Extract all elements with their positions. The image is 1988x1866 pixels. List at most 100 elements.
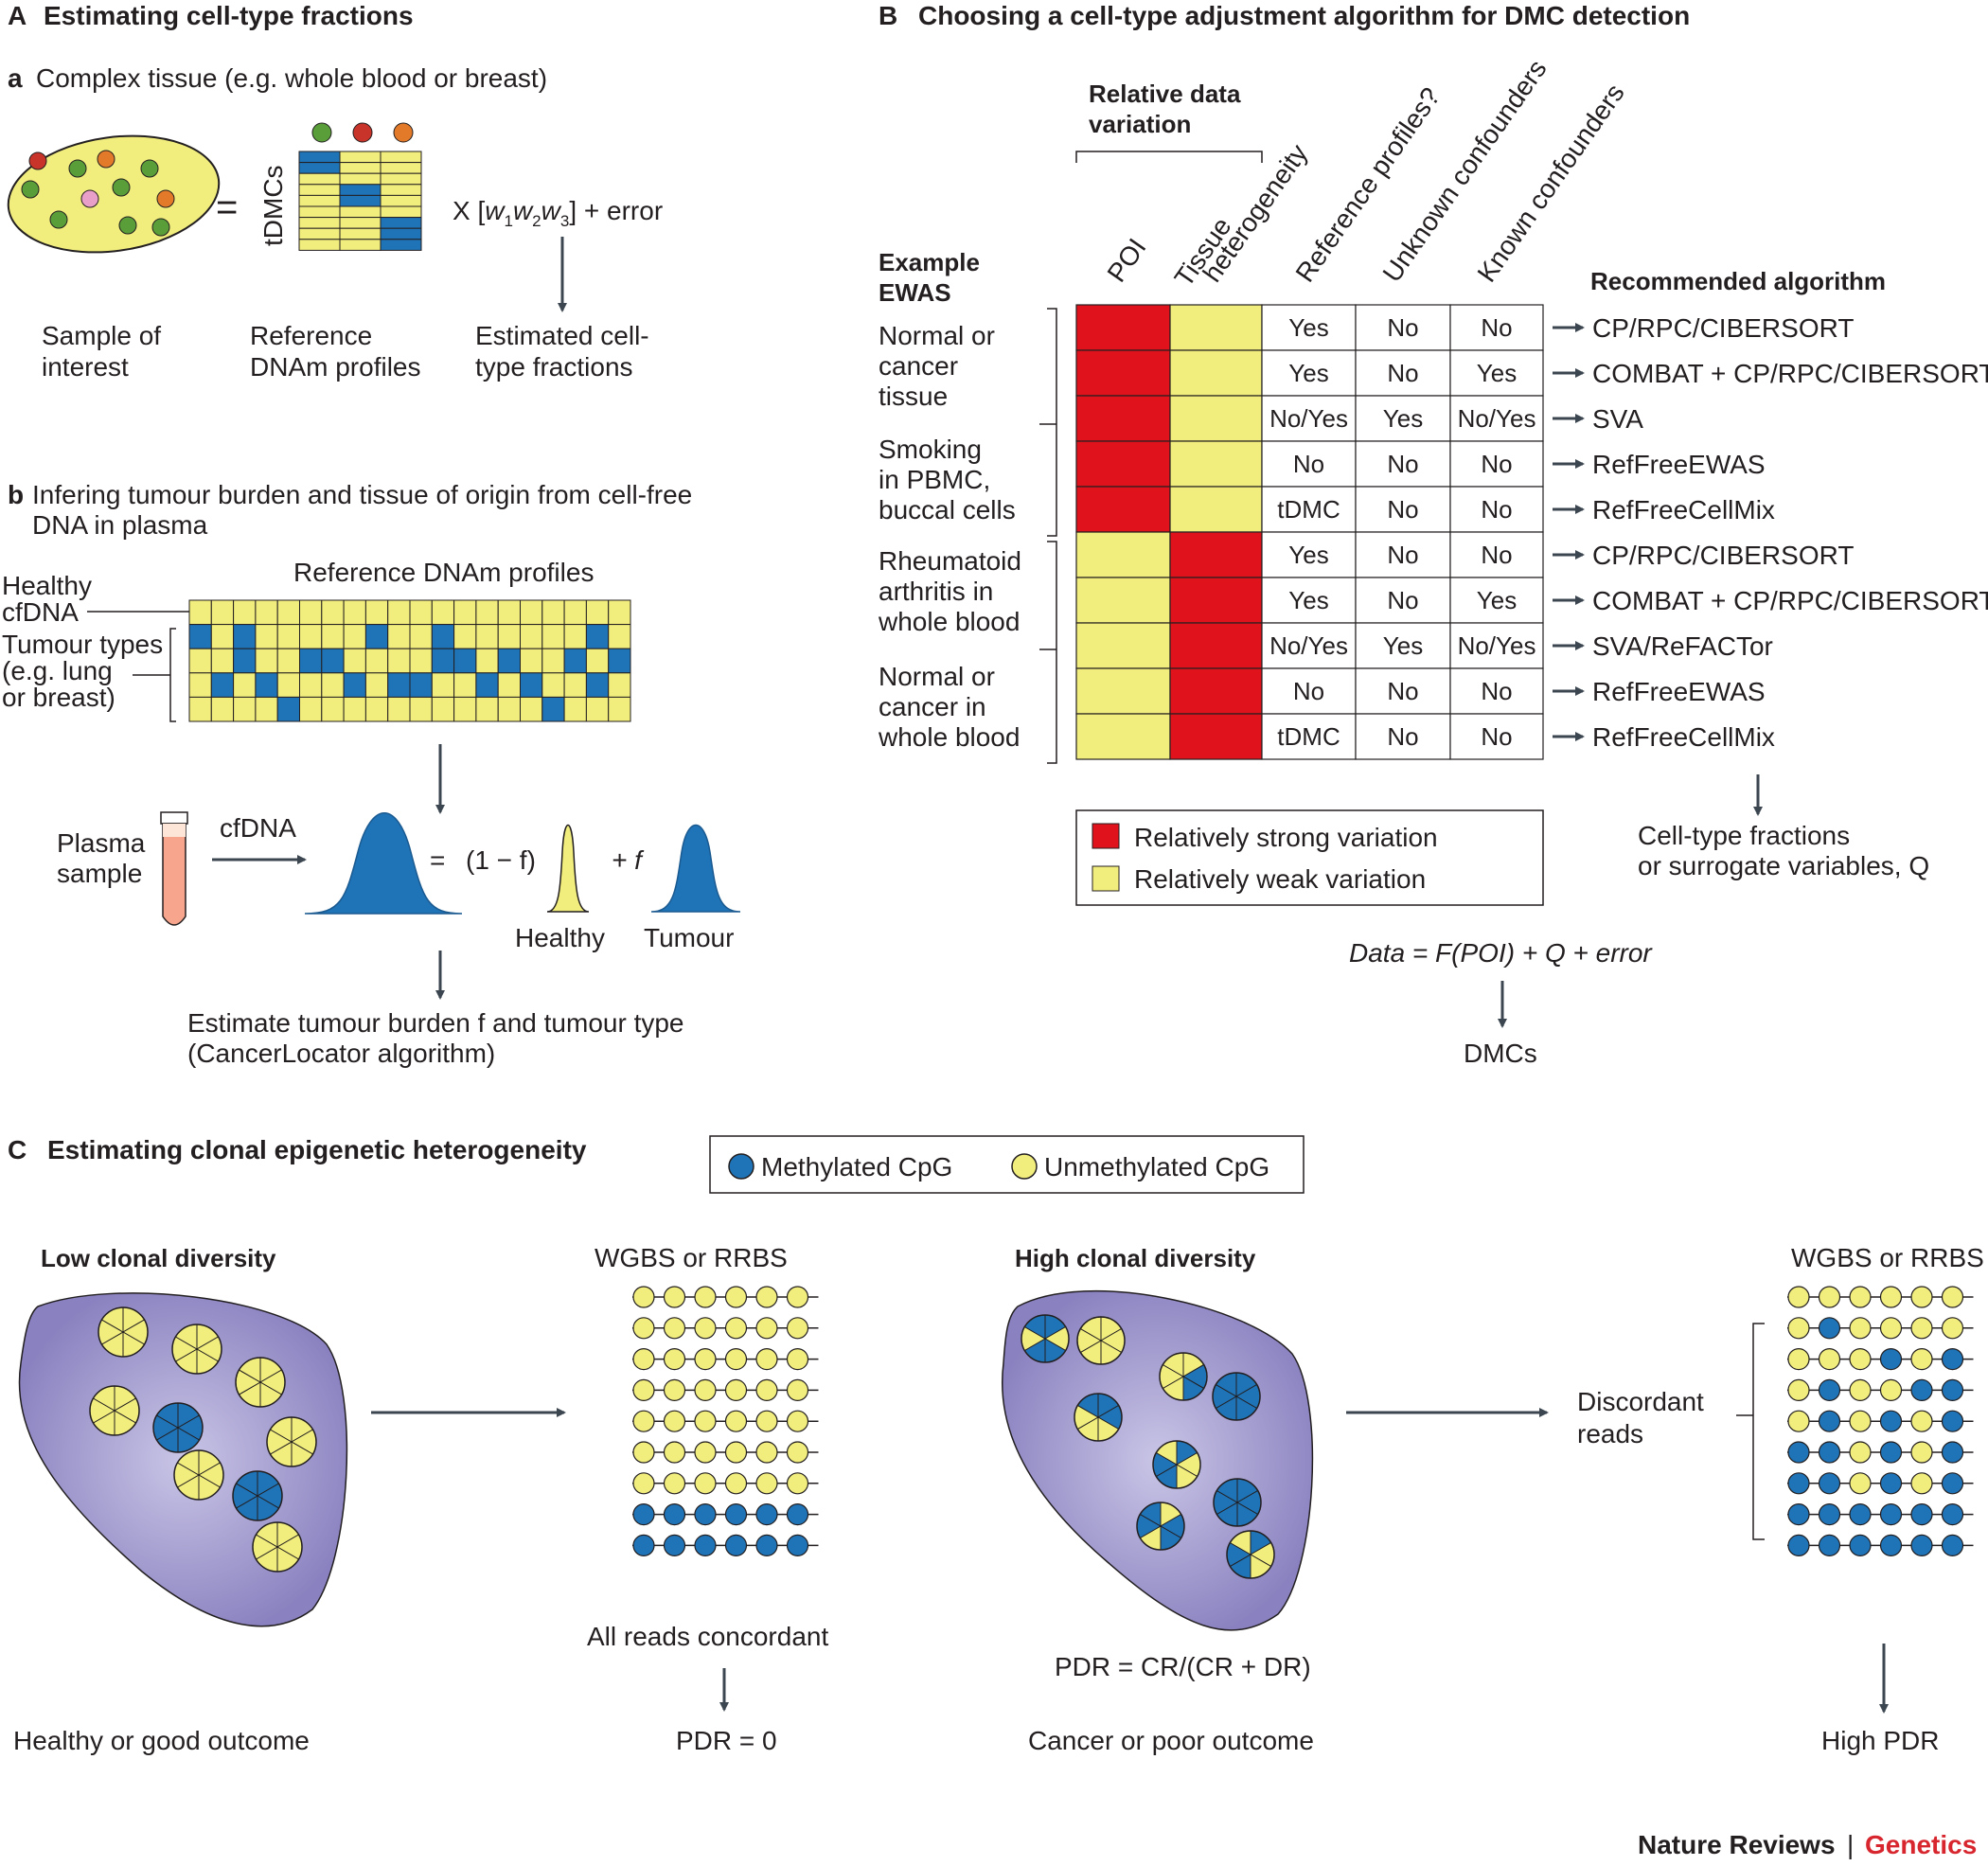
table-cell-text: No/Yes bbox=[1458, 631, 1536, 660]
grid-cell bbox=[475, 648, 499, 674]
example-ewas-2: EWAS bbox=[879, 278, 951, 307]
cell-dot bbox=[112, 178, 131, 197]
grid-cell bbox=[585, 648, 610, 674]
cell-dot bbox=[28, 151, 47, 170]
grid-cell bbox=[339, 227, 382, 240]
healthy-cfdna-label-2: cfDNA bbox=[2, 597, 79, 627]
tumour-cell bbox=[1213, 1478, 1262, 1527]
tumour-bracket bbox=[169, 628, 176, 722]
unmethylated-cpg bbox=[755, 1441, 778, 1464]
group-4-line-3: whole blood bbox=[878, 722, 1020, 752]
grid-cell bbox=[233, 599, 257, 626]
tissue-cell bbox=[1169, 577, 1263, 624]
grid-cell bbox=[276, 696, 301, 722]
table-cell-text: No bbox=[1481, 495, 1512, 524]
panel-c: C Estimating clonal epigenetic heterogen… bbox=[8, 1135, 1984, 1755]
cell-outline bbox=[173, 1449, 224, 1501]
unmethylated-cpg bbox=[694, 1472, 717, 1495]
one-minus-f: (1 − f) bbox=[466, 845, 536, 875]
grid-cell bbox=[188, 696, 212, 722]
grid-cell bbox=[339, 239, 382, 251]
unmethylated-cpg bbox=[1910, 1317, 1933, 1340]
methylated-cpg bbox=[1849, 1534, 1872, 1557]
grid-cell bbox=[343, 672, 366, 698]
example-ewas-1: Example bbox=[879, 248, 980, 276]
table-cell bbox=[1449, 667, 1544, 715]
unmethylated-cpg bbox=[1818, 1347, 1841, 1371]
cell-outline bbox=[98, 1306, 149, 1358]
grid-cell bbox=[210, 624, 235, 649]
reference-profile-grid bbox=[298, 151, 422, 251]
table-cell bbox=[1261, 486, 1357, 533]
grid-cell bbox=[380, 217, 422, 229]
cpg-legend: Methylated CpG Unmethylated CpG bbox=[709, 1135, 1305, 1194]
unmethylated-cpg bbox=[632, 1410, 655, 1432]
grid-cell bbox=[387, 672, 411, 698]
poi-cell bbox=[1075, 531, 1171, 578]
unmethylated-cpg bbox=[724, 1472, 748, 1495]
methylated-cpg bbox=[694, 1534, 717, 1557]
unmethylated-cpg bbox=[1849, 1317, 1872, 1340]
algorithm-label: COMBAT + CP/RPC/CIBERSORT bbox=[1592, 586, 1988, 615]
reference-label-2: DNAm profiles bbox=[250, 352, 420, 382]
unmethylated-cpg bbox=[663, 1472, 686, 1495]
grid-cell bbox=[431, 696, 455, 722]
grid-cell bbox=[380, 172, 422, 186]
tissue-cell bbox=[1169, 486, 1263, 533]
sample-label-1: Sample of bbox=[42, 321, 161, 350]
grid-cell bbox=[298, 172, 341, 186]
healthy-curve bbox=[546, 824, 590, 913]
table-cell-text: No bbox=[1481, 677, 1512, 705]
tumour-cell bbox=[1076, 1316, 1126, 1365]
unmethylated-cpg bbox=[1910, 1410, 1933, 1432]
methylated-swatch bbox=[728, 1153, 754, 1180]
unmethylated-cpg bbox=[1910, 1347, 1933, 1371]
algorithm-label: RefFreeEWAS bbox=[1592, 677, 1766, 706]
unmethylated-cpg bbox=[1910, 1472, 1933, 1495]
tumour-cell bbox=[1159, 1352, 1208, 1401]
grid-cell bbox=[298, 227, 341, 240]
grid-cell bbox=[453, 648, 477, 674]
group-1-line-3: tissue bbox=[879, 382, 948, 411]
grid-cell bbox=[453, 696, 477, 722]
methylated-cpg bbox=[1941, 1502, 1964, 1526]
grid-cell bbox=[233, 672, 257, 698]
unmethylated-cpg bbox=[1787, 1347, 1810, 1371]
table-cell-text: Yes bbox=[1477, 359, 1517, 387]
grid-cell bbox=[364, 672, 389, 698]
table-cell bbox=[1355, 667, 1451, 715]
unmethylated-cpg bbox=[786, 1441, 809, 1464]
unmethylated-cpg bbox=[1849, 1410, 1872, 1432]
methylated-cpg bbox=[1787, 1441, 1810, 1464]
grid-cell bbox=[497, 672, 522, 698]
grid-cell bbox=[188, 648, 212, 674]
grid-cell bbox=[475, 599, 499, 626]
curve-equals: = bbox=[430, 845, 445, 875]
cell-outline bbox=[235, 1357, 286, 1408]
grid-cell bbox=[276, 648, 301, 674]
grid-cell bbox=[387, 648, 411, 674]
tumour-cell bbox=[89, 1385, 140, 1436]
table-cell-text: tDMC bbox=[1277, 722, 1340, 751]
group-bracket-top bbox=[1047, 308, 1057, 537]
grid-cell bbox=[541, 648, 565, 674]
unmethylated-cpg bbox=[1818, 1286, 1841, 1308]
tissue-cell bbox=[1169, 622, 1263, 669]
algorithm-label: RefFreeEWAS bbox=[1592, 450, 1766, 479]
grid-cell bbox=[431, 599, 455, 626]
algorithm-label: RefFreeCellMix bbox=[1592, 495, 1775, 524]
methylated-cpg bbox=[1818, 1502, 1841, 1526]
grid-cell bbox=[563, 696, 587, 722]
grid-cell bbox=[343, 599, 366, 626]
methylated-cpg bbox=[1787, 1534, 1810, 1557]
unmethylated-cpg bbox=[755, 1317, 778, 1340]
grid-cell bbox=[541, 696, 565, 722]
grid-cell bbox=[343, 648, 366, 674]
table-cell bbox=[1355, 304, 1451, 351]
methylated-cpg bbox=[1818, 1472, 1841, 1495]
grid-cell bbox=[364, 696, 389, 722]
grid-cell bbox=[299, 648, 323, 674]
methylated-cpg bbox=[1910, 1378, 1933, 1402]
tumour-label-3: or breast) bbox=[2, 683, 115, 712]
grid-cell bbox=[255, 599, 278, 626]
